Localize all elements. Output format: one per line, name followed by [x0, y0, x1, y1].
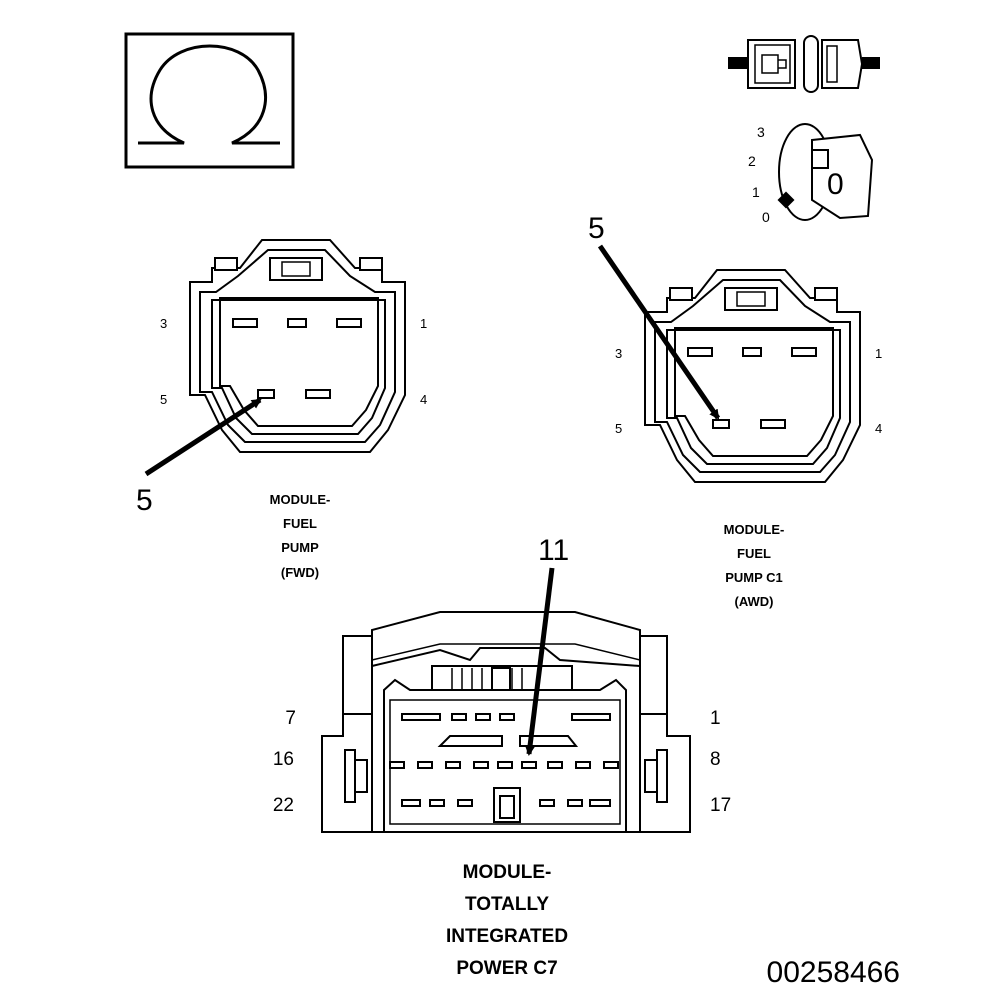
fwd-title-line-3: PUMP [281, 540, 319, 555]
awd-pin-label-5: 5 [615, 421, 622, 436]
fwd-pin-label-3: 3 [160, 316, 167, 331]
fwd-title-line-2: FUEL [283, 516, 317, 531]
cavity-11 [521, 761, 537, 769]
cavity-1 [336, 318, 362, 328]
cavity-2 [742, 347, 762, 357]
cavity-2 [287, 318, 307, 328]
awd-connector-title: MODULE- FUEL PUMP C1 (AWD) [724, 522, 785, 609]
tipm-row1-left-label: 7 [285, 708, 296, 729]
tipm-callout-number: 11 [538, 534, 569, 567]
tipm-title-line-1: MODULE- [463, 862, 552, 883]
fwd-callout-number: 5 [136, 484, 153, 517]
cavity-1 [791, 347, 817, 357]
ignition-position-0: 0 [762, 209, 770, 225]
connector-fuel-pump-awd [644, 269, 861, 483]
awd-callout-arrow [597, 244, 721, 420]
tipm-callout-arrow [525, 567, 555, 756]
awd-title-line-4: (AWD) [735, 594, 774, 609]
cavity-3 [687, 347, 713, 357]
fwd-pin-label-4: 4 [420, 392, 427, 407]
cavity-5 [712, 419, 730, 429]
ignition-switch-icon [777, 123, 874, 221]
fwd-callout-arrow [144, 397, 262, 477]
awd-title-line-2: FUEL [737, 546, 771, 561]
ignition-current-position: 0 [827, 168, 844, 201]
omega-resistance-icon [124, 32, 295, 169]
tipm-connector-title: MODULE- TOTALLY INTEGRATED POWER C7 [446, 862, 568, 979]
awd-title-line-3: PUMP C1 [725, 570, 783, 585]
figure-id: 00258466 [767, 956, 900, 989]
fwd-connector-title: MODULE- FUEL PUMP (FWD) [270, 492, 331, 580]
tipm-row3-left-label: 22 [273, 795, 294, 816]
tipm-row1-right-label: 1 [710, 708, 721, 729]
cavity-3 [232, 318, 258, 328]
fwd-pin-label-1: 1 [420, 316, 427, 331]
tipm-row2-right-label: 8 [710, 749, 721, 770]
tipm-title-line-4: POWER C7 [456, 958, 557, 979]
cavity-4 [305, 389, 331, 399]
connector-tipm-c7 [321, 611, 691, 833]
tipm-title-line-2: TOTALLY [465, 894, 549, 915]
fwd-title-line-4: (FWD) [281, 565, 319, 580]
awd-callout-number: 5 [588, 212, 605, 245]
awd-pin-label-1: 1 [875, 346, 882, 361]
fwd-pin-label-5: 5 [160, 392, 167, 407]
awd-title-line-1: MODULE- [724, 522, 785, 537]
tipm-title-line-3: INTEGRATED [446, 926, 568, 947]
awd-pin-label-4: 4 [875, 421, 882, 436]
connector-fuel-pump-fwd [189, 239, 406, 453]
ignition-position-2: 2 [748, 153, 756, 169]
connector-disconnect-icon [728, 35, 880, 93]
cavity-5 [257, 389, 275, 399]
cavity-4 [760, 419, 786, 429]
fwd-title-line-1: MODULE- [270, 492, 331, 507]
awd-pin-label-3: 3 [615, 346, 622, 361]
ignition-position-3: 3 [757, 124, 765, 140]
tipm-row3-right-label: 17 [710, 795, 731, 816]
tipm-row2-left-label: 16 [273, 749, 294, 770]
ignition-position-1: 1 [752, 184, 760, 200]
